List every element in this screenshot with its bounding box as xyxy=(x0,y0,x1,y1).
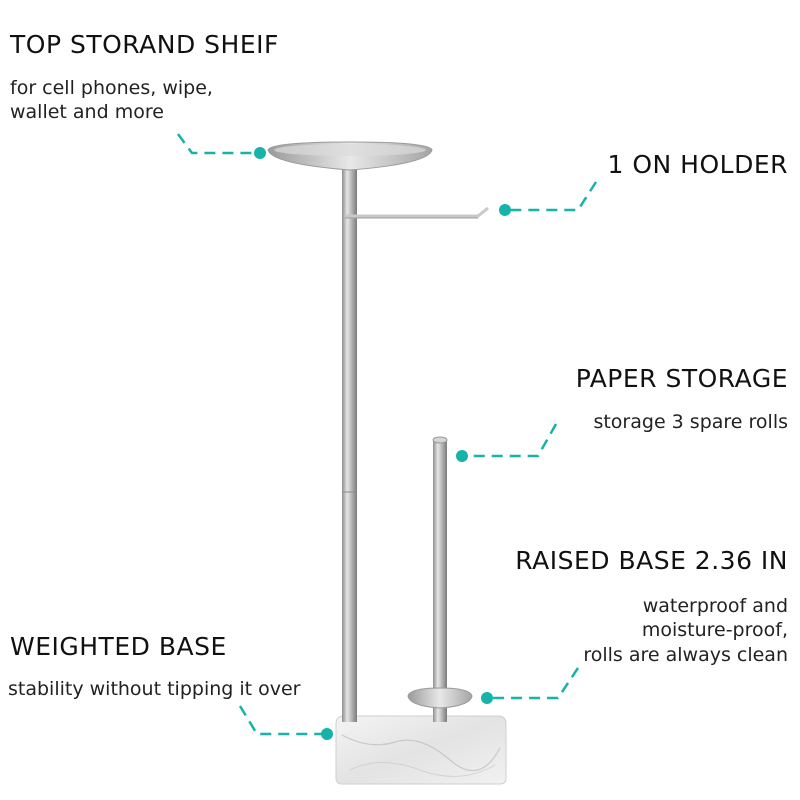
top-shelf-desc-1: for cell phones, wipe, xyxy=(10,77,213,99)
marble-base xyxy=(335,715,507,785)
leader-holder xyxy=(499,181,598,216)
weighted-base-title: WEIGHTED BASE xyxy=(10,632,227,661)
weighted-base-desc: stability without tipping it over xyxy=(8,678,301,700)
top-shelf-title: TOP STORAND SHEIF xyxy=(10,30,279,59)
holder-title: 1 ON HOLDER xyxy=(607,150,788,179)
paper-storage-desc: storage 3 spare rolls xyxy=(593,411,788,433)
main-pole xyxy=(342,160,357,722)
raised-base-desc-2: moisture-proof, xyxy=(641,619,788,641)
top-shelf-desc-2: wallet and more xyxy=(10,101,164,123)
raised-base-desc-1: waterproof and xyxy=(642,595,788,617)
leader-weighted-base xyxy=(238,705,333,740)
raised-base-desc-3: rolls are always clean xyxy=(583,644,788,666)
leader-paper-storage xyxy=(456,423,558,462)
top-shelf-tray xyxy=(267,141,433,171)
storage-pole xyxy=(432,436,448,722)
paper-storage-title: PAPER STORAGE xyxy=(575,364,788,393)
leader-top-shelf xyxy=(176,133,266,159)
roll-holder-arm xyxy=(345,206,489,219)
storage-disc xyxy=(407,687,473,709)
leader-raised-base xyxy=(481,667,580,704)
raised-base-title: RAISED BASE 2.36 IN xyxy=(515,546,788,575)
